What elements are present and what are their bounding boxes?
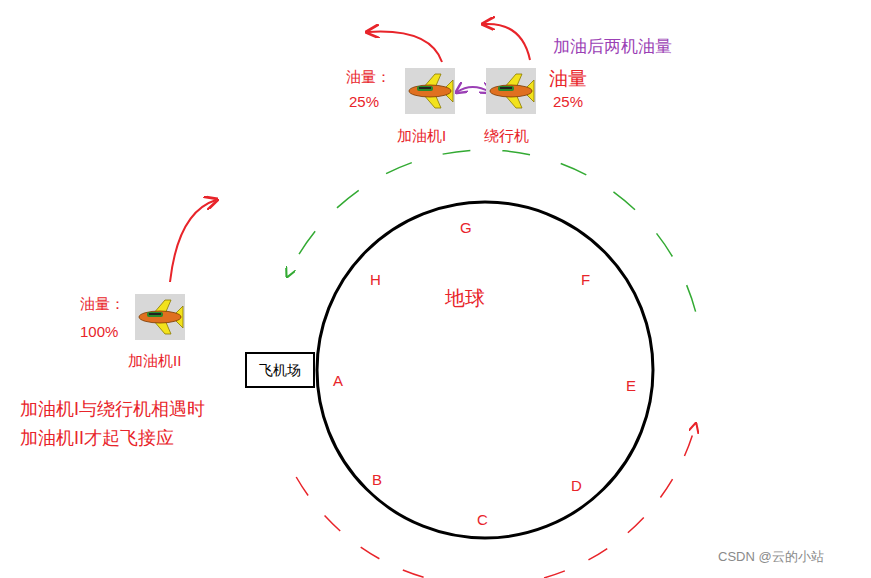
fuel-label: 油量 xyxy=(549,68,587,91)
point-letter: G xyxy=(460,219,472,237)
plane-icon xyxy=(486,68,536,114)
earth-outline xyxy=(317,202,653,538)
fuel-label: 油量： xyxy=(346,68,391,86)
refuel-arrow xyxy=(457,87,490,92)
box-label: 飞机场 xyxy=(259,362,301,379)
note-text: 加油后两机油量 xyxy=(553,37,672,57)
watermark: CSDN @云的小站 xyxy=(718,549,824,565)
point-letter: F xyxy=(581,271,590,289)
motion-arrow xyxy=(484,24,530,60)
point-letter: D xyxy=(571,477,582,495)
note-text: 加油机II才起飞接应 xyxy=(20,428,174,450)
earth-outline xyxy=(315,200,655,540)
motion-arrow xyxy=(368,32,442,62)
plane-icon xyxy=(135,294,185,340)
note-text: 加油机I与绕行机相遇时 xyxy=(20,399,205,421)
fuel-value: 100% xyxy=(80,323,118,341)
region-label: 地球 xyxy=(445,286,485,310)
plane-name: 加油机I xyxy=(397,127,446,145)
fuel-label: 油量： xyxy=(80,295,125,313)
fuel-value: 25% xyxy=(553,93,583,111)
motion-arrow xyxy=(170,200,216,282)
point-letter: B xyxy=(372,471,382,489)
plane-name: 加油机II xyxy=(128,352,181,370)
point-letter: H xyxy=(370,271,381,289)
point-letter: E xyxy=(626,377,636,395)
plane-icon xyxy=(405,68,455,114)
airport-box: 飞机场 xyxy=(245,352,315,388)
point-letter: C xyxy=(477,511,488,529)
point-letter: A xyxy=(333,372,343,390)
plane-name: 绕行机 xyxy=(484,127,529,145)
fuel-value: 25% xyxy=(349,93,379,111)
earth-circle: 地球 xyxy=(315,200,655,540)
